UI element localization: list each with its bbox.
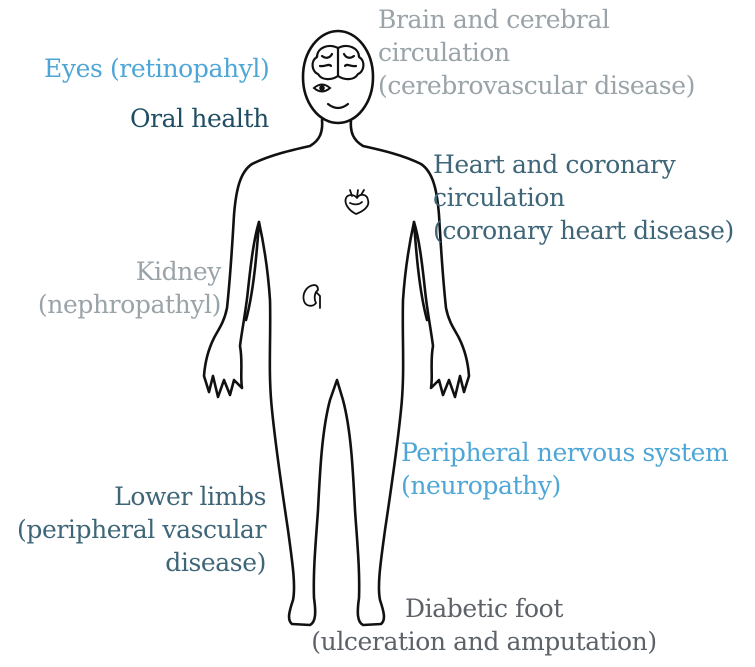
label-oral-health: Oral health <box>130 102 269 135</box>
label-heart-line-2: circulation <box>433 181 734 214</box>
left-arm-inner-line <box>246 222 259 320</box>
label-brain-line-2: circulation <box>378 36 695 69</box>
label-kidney-line-1: Kidney <box>38 255 221 288</box>
label-foot-line-2: (ulceration and amputation) <box>284 625 684 658</box>
label-brain-line-3: (cerebrovascular disease) <box>378 69 695 102</box>
label-eyes: Eyes (retinopahyl) <box>44 52 269 85</box>
label-limbs-line-1: Lower limbs <box>17 480 266 513</box>
label-heart: Heart and coronary circulation (coronary… <box>433 148 734 247</box>
label-heart-line-1: Heart and coronary <box>433 148 734 181</box>
label-nerves-line-1: Peripheral nervous system <box>401 436 728 469</box>
eye-icon <box>314 85 330 92</box>
kidney-icon <box>303 285 320 308</box>
mouth <box>328 104 348 108</box>
label-heart-line-3: (coronary heart disease) <box>433 214 734 247</box>
label-limbs-line-3: disease) <box>17 546 266 579</box>
label-kidney-line-2: (nephropathyl) <box>38 288 221 321</box>
right-arm-inner-line <box>414 222 427 320</box>
label-nerves-line-2: (neuropathy) <box>401 469 728 502</box>
label-foot-line-1: Diabetic foot <box>284 592 684 625</box>
label-brain: Brain and cerebral circulation (cerebrov… <box>378 3 695 102</box>
label-kidney: Kidney (nephropathyl) <box>38 255 221 321</box>
label-brain-line-1: Brain and cerebral <box>378 3 695 36</box>
label-oral-line-1: Oral health <box>130 102 269 135</box>
label-eyes-line-1: Eyes (retinopahyl) <box>44 52 269 85</box>
label-peripheral-nerves: Peripheral nervous system (neuropathy) <box>401 436 728 502</box>
label-diabetic-foot: Diabetic foot (ulceration and amputation… <box>284 592 684 658</box>
heart-icon <box>345 190 368 214</box>
label-limbs-line-2: (peripheral vascular <box>17 513 266 546</box>
brain-icon <box>313 46 364 79</box>
label-lower-limbs: Lower limbs (peripheral vascular disease… <box>17 480 266 579</box>
